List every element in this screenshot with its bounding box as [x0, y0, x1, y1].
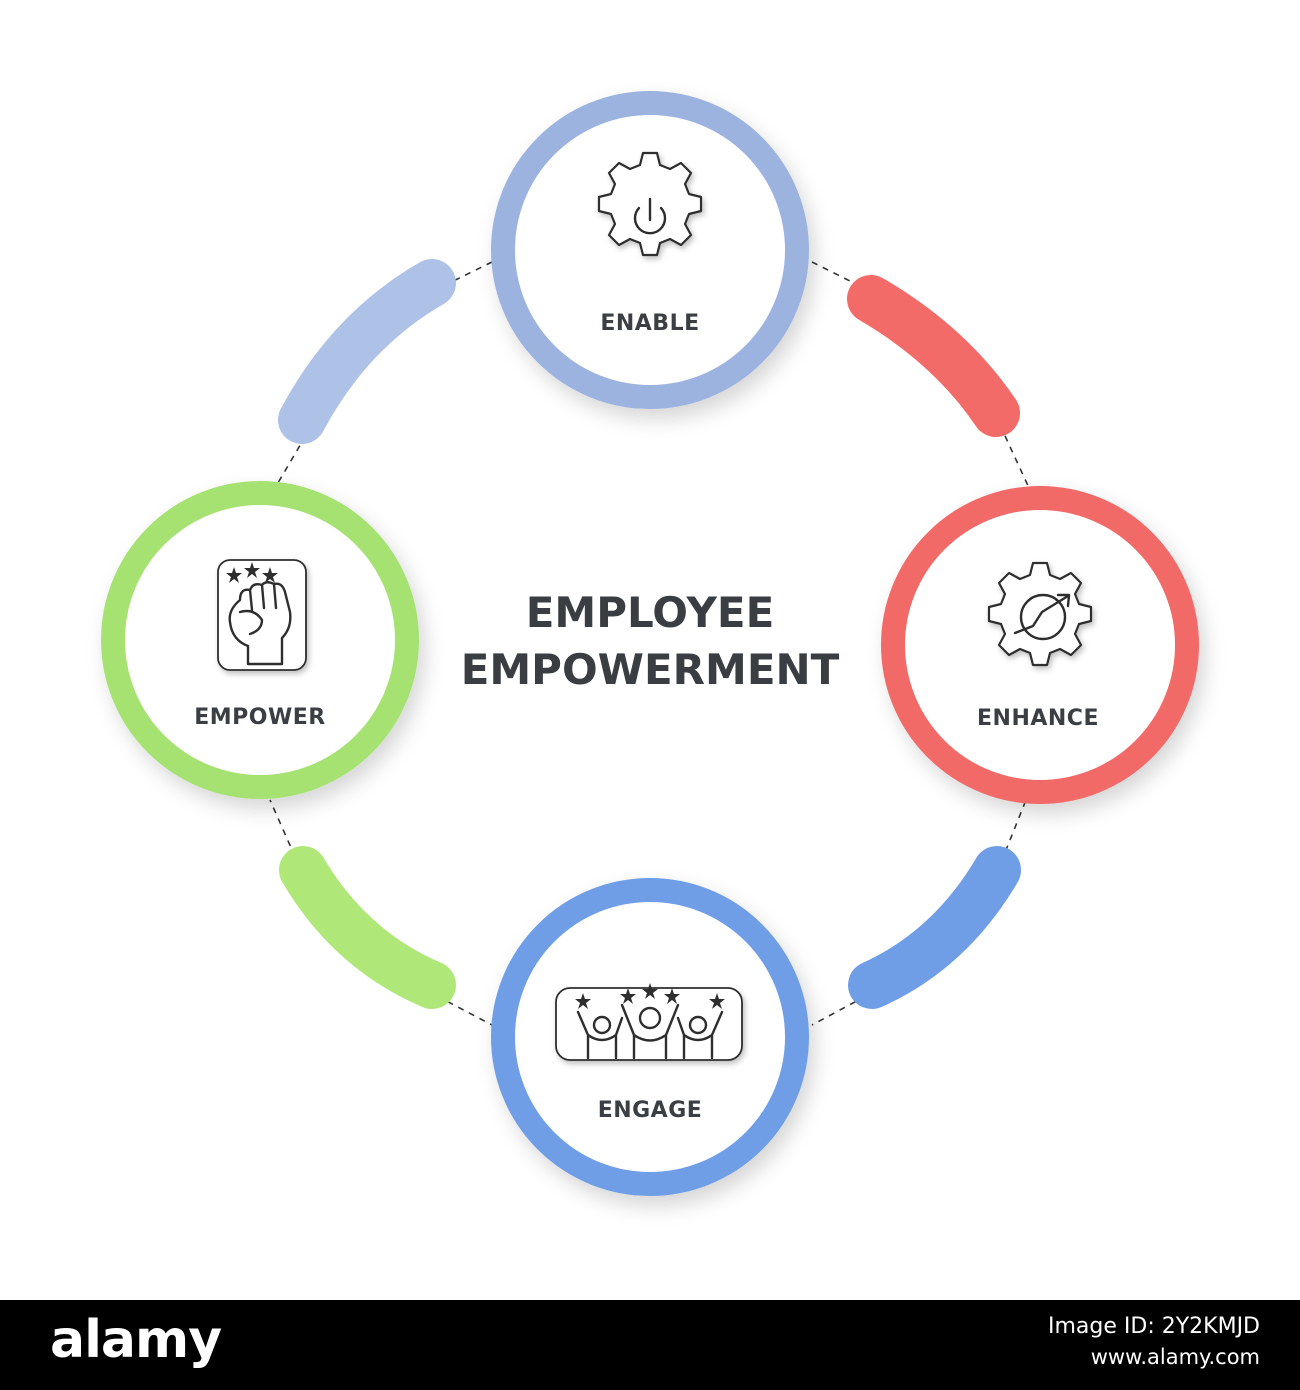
connector-arc-enable-enhance [847, 275, 1020, 437]
step-empower: EMPOWER [101, 481, 419, 799]
power-gear-icon [597, 151, 703, 257]
connector-arc-engage-empower [279, 846, 456, 1009]
center-title: EMPLOYEE EMPOWERMENT [461, 588, 840, 694]
step-enable: ENABLE [491, 91, 809, 409]
connector-arcs [278, 259, 1021, 1009]
step-enhance: ENHANCE [881, 486, 1199, 804]
footer-url[interactable]: www.alamy.com [1090, 1345, 1260, 1369]
step-label: ENABLE [600, 311, 699, 336]
footer-image-id: Image ID: 2Y2KMJD [1048, 1314, 1260, 1339]
growth-gear-icon [987, 561, 1093, 667]
raised-fist-icon [217, 559, 307, 671]
empowerment-cycle-diagram: ENABLE ENHANCE E [101, 91, 1199, 1196]
step-label: ENHANCE [977, 706, 1099, 731]
footer-logo: alamy [50, 1310, 222, 1370]
center-title-line1: EMPLOYEE [526, 588, 775, 637]
footer-info: Image ID: 2Y2KMJD www.alamy.com [1048, 1314, 1260, 1369]
center-title-line2: EMPOWERMENT [461, 645, 840, 694]
step-label: EMPOWER [194, 705, 325, 730]
connector-arc-empower-enable [278, 259, 456, 444]
step-label: ENGAGE [598, 1098, 703, 1123]
connector-arc-enhance-engage [848, 846, 1021, 1009]
watermark-footer: alamy Image ID: 2Y2KMJD www.alamy.com [0, 1300, 1300, 1390]
cheering-people-icon [555, 983, 743, 1061]
step-engage: ENGAGE [491, 878, 809, 1196]
